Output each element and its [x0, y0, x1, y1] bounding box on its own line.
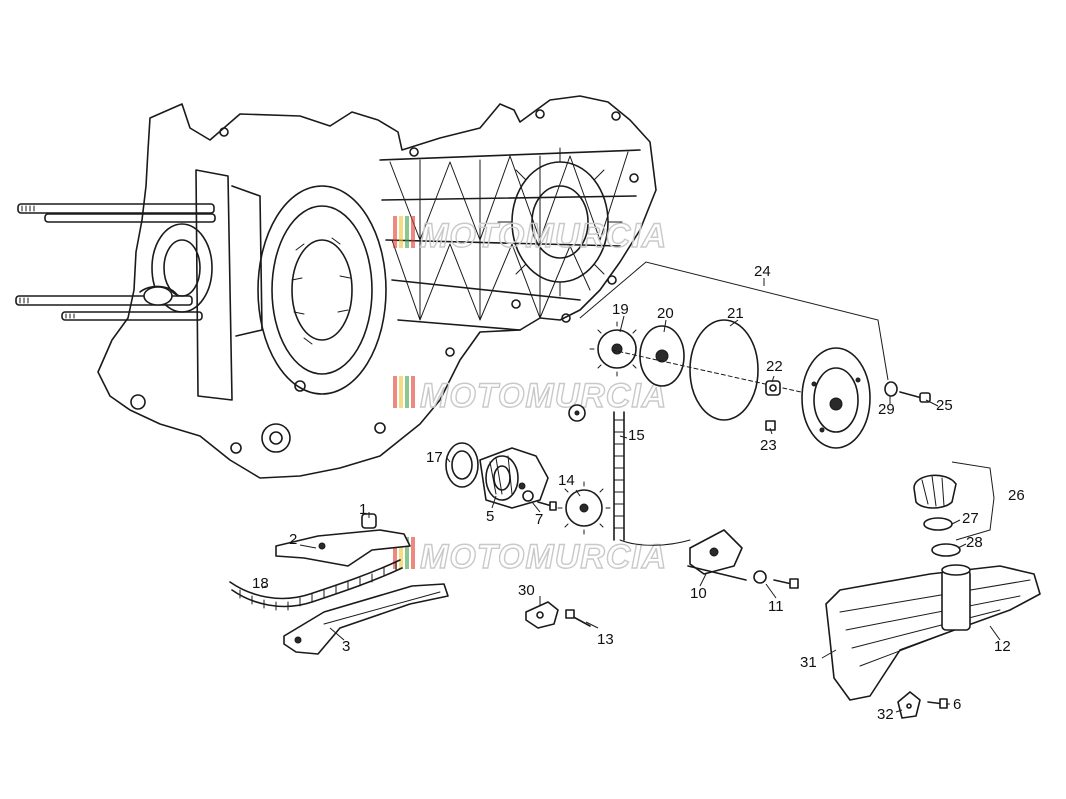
callouts: 1 2 3 5 6 7 10 11 12 13 14 15 17 18 19 2… — [252, 263, 1025, 723]
part-6-screw — [927, 698, 948, 709]
part-11-screw — [753, 570, 799, 589]
part-10-cover — [687, 529, 747, 581]
callout-3: 3 — [342, 638, 350, 655]
crankcase-studs — [15, 203, 216, 321]
part-32-bracket — [897, 691, 921, 719]
part-2-tensioner-slider — [275, 529, 411, 567]
callout-22: 22 — [766, 358, 783, 375]
part-15-chain — [613, 411, 691, 546]
callout-26: 26 — [1008, 487, 1025, 504]
oil-pump-group — [579, 261, 931, 449]
part-20-cover-plate — [639, 325, 685, 387]
callout-1: 1 — [359, 501, 367, 518]
part-21-gasket — [689, 319, 759, 421]
callout-10: 10 — [690, 585, 707, 602]
callout-24: 24 — [754, 263, 771, 280]
callout-30: 30 — [518, 582, 535, 599]
part-22-bushing — [765, 380, 781, 396]
part-12-oil-sump — [825, 564, 1041, 701]
watermark-text: MOTOMURCIA — [420, 538, 667, 576]
part-26-oil-cap — [913, 474, 957, 509]
callout-21: 21 — [727, 305, 744, 322]
callout-13: 13 — [597, 631, 614, 648]
callout-18: 18 — [252, 575, 269, 592]
part-28-washer — [931, 543, 961, 557]
callout-32: 32 — [877, 706, 894, 723]
callout-14: 14 — [558, 472, 575, 489]
callout-17: 17 — [426, 449, 443, 466]
crankcase — [15, 95, 657, 479]
watermark-3: MOTOMURCIA — [393, 537, 667, 577]
callout-23: 23 — [760, 437, 777, 454]
callout-31: 31 — [800, 654, 817, 671]
callout-25: 25 — [936, 397, 953, 414]
part-19-sprocket — [589, 321, 645, 377]
part-27-o-ring — [923, 517, 953, 531]
callout-28: 28 — [966, 534, 983, 551]
callout-15: 15 — [628, 427, 645, 444]
callout-2: 2 — [289, 531, 297, 548]
watermark-1: MOTOMURCIA — [393, 216, 667, 256]
watermark-2: MOTOMURCIA — [393, 376, 667, 416]
callout-6: 6 — [953, 696, 961, 713]
part-24-pump-body — [801, 347, 871, 449]
callout-20: 20 — [657, 305, 674, 322]
callout-12: 12 — [994, 638, 1011, 655]
leader-lines — [261, 278, 1001, 713]
part-30-bracket — [525, 601, 559, 629]
watermark-text: MOTOMURCIA — [420, 377, 667, 415]
callout-5: 5 — [486, 508, 494, 525]
part-13-screw — [565, 609, 591, 627]
watermark-text: MOTOMURCIA — [420, 217, 667, 255]
callout-19: 19 — [612, 301, 629, 318]
callout-7: 7 — [535, 511, 543, 528]
part-3-chain-guide — [283, 583, 449, 655]
callout-27: 27 — [962, 510, 979, 527]
callout-29: 29 — [878, 401, 895, 418]
small-sprocket — [568, 404, 586, 422]
part-18-timing-chain — [229, 559, 403, 611]
part-29-washer — [884, 381, 898, 397]
callout-11: 11 — [768, 598, 784, 615]
part-25-screw — [899, 391, 931, 403]
part-14-sprocket — [557, 481, 611, 535]
part-7-screw — [522, 490, 557, 511]
part-5-pump-housing — [479, 447, 549, 509]
part-17-seal — [445, 442, 479, 488]
